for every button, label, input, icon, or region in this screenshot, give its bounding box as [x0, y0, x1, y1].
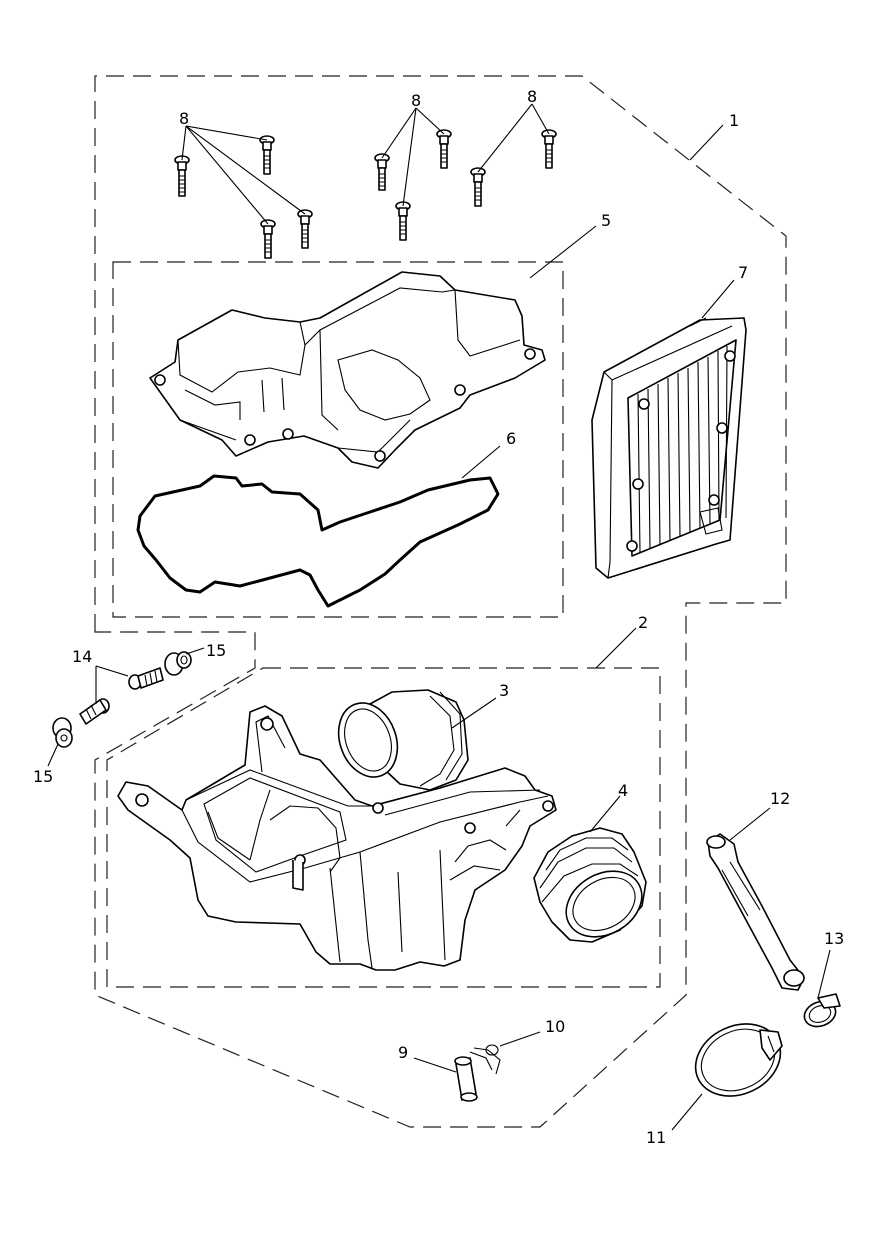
spring-clip: [469, 1044, 501, 1075]
callout-13: 13: [824, 929, 844, 948]
bolt: [174, 155, 190, 197]
group-outline-5: [112, 261, 564, 618]
callout-8-middle: 8: [411, 91, 421, 110]
bolt: [297, 209, 313, 249]
group-outline-2: [106, 667, 661, 988]
hose-clip-small: [803, 993, 841, 1028]
callout-15-lower: 15: [33, 767, 53, 786]
bolt: [470, 167, 486, 207]
callout-12: 12: [770, 789, 790, 808]
rubber-intake-boot: [533, 827, 647, 943]
callout-8-left: 8: [179, 109, 189, 128]
screw-14-lower: [79, 698, 110, 725]
callout-6: 6: [506, 429, 516, 448]
callout-4: 4: [618, 781, 628, 800]
callout-15-upper: 15: [206, 641, 226, 660]
bolt: [374, 153, 390, 191]
leader-lines: [47, 103, 831, 1131]
callout-8-right: 8: [527, 87, 537, 106]
callout-10: 10: [545, 1017, 565, 1036]
filter-pleats: [637, 345, 728, 554]
bolt: [260, 219, 276, 259]
air-filter-element: [591, 317, 747, 579]
bolt: [436, 129, 452, 169]
callout-7: 7: [738, 263, 748, 282]
intake-duct: [337, 689, 469, 791]
callout-2: 2: [638, 613, 648, 632]
drain-hose: [706, 833, 805, 991]
grommet-15-lower: [52, 717, 73, 748]
air-box-cover: [149, 271, 546, 469]
gasket-seal: [136, 474, 500, 608]
bolt: [259, 135, 275, 175]
spacer-tube: [454, 1056, 478, 1102]
callout-14: 14: [72, 647, 92, 666]
group-outline-1: [94, 75, 787, 1128]
grommet-15-upper: [164, 651, 192, 676]
bolt: [541, 129, 557, 169]
callout-11: 11: [646, 1128, 666, 1147]
bolt: [395, 201, 411, 241]
callout-1: 1: [729, 111, 739, 130]
hose-clamp-large: [694, 1023, 783, 1097]
callout-5: 5: [601, 211, 611, 230]
air-box-housing: [117, 705, 557, 971]
callout-3: 3: [499, 681, 509, 700]
bolt-group: [174, 129, 557, 259]
screw-14-upper: [128, 667, 164, 690]
callout-9: 9: [398, 1043, 408, 1062]
callout-labels: 1 2 3 4 5 6 7 8 8 8 9 10 11 12 13 14 15 …: [33, 87, 844, 1147]
